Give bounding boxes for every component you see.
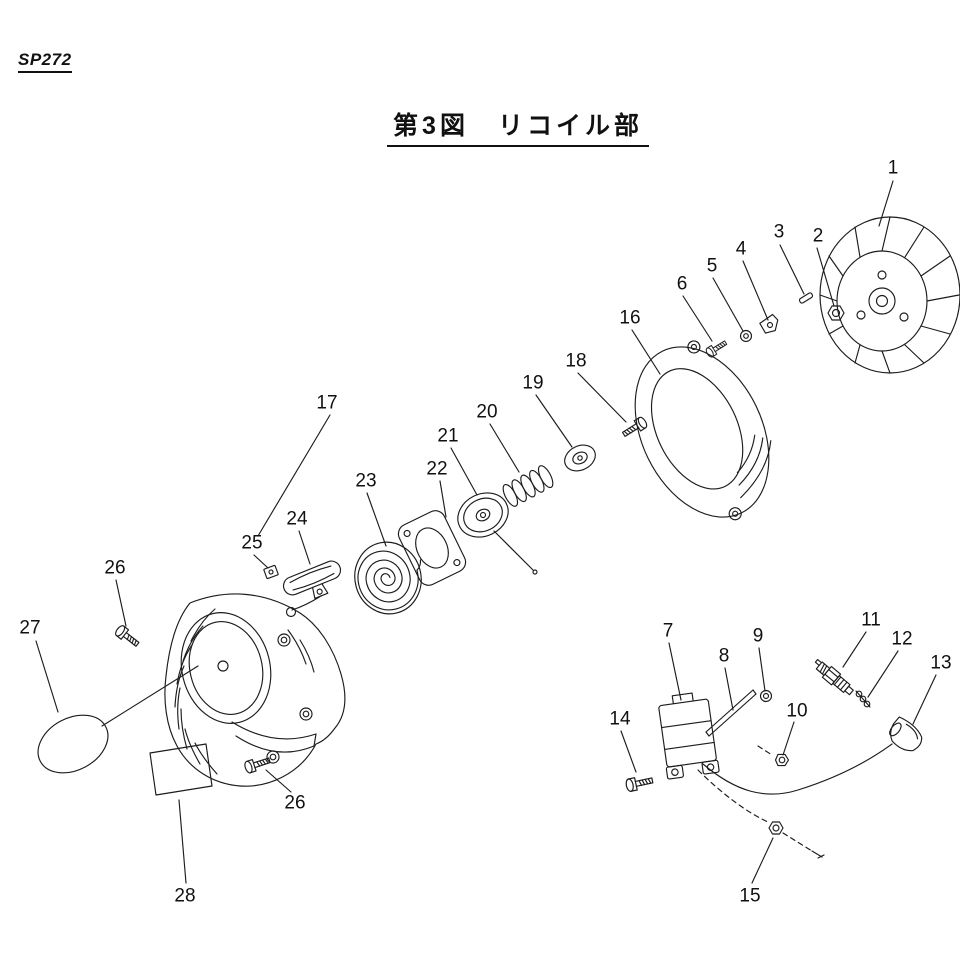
callout-23: 23: [355, 470, 377, 492]
callout-21: 21: [437, 425, 459, 447]
callout-9: 9: [752, 625, 764, 647]
part-pin-3: [798, 292, 814, 304]
callout-5: 5: [706, 255, 718, 277]
handle-rope: [291, 595, 322, 611]
callout-24: 24: [286, 508, 308, 530]
callout-3: 3: [773, 221, 785, 243]
part-flywheel: [819, 216, 960, 374]
part-pawl-4: [759, 313, 779, 334]
doc-code: SP272: [18, 50, 72, 73]
callout-26a: 26: [104, 557, 126, 579]
callout-18: 18: [565, 350, 587, 372]
part-clip-25: [263, 564, 279, 580]
part-washer-5: [739, 329, 753, 343]
callout-13: 13: [930, 652, 952, 674]
callout-27: 27: [19, 617, 41, 639]
callout-28: 28: [174, 885, 196, 907]
callout-7: 7: [662, 620, 674, 642]
figure-title-row: 第3図 リコイル部: [0, 106, 960, 147]
part-screw-26-top: [113, 623, 142, 650]
callout-6: 6: [676, 273, 688, 295]
part-screw-6: [704, 337, 729, 359]
part-case-22: [397, 510, 467, 586]
stop-switch-wire: [697, 745, 813, 852]
callout-8: 8: [718, 645, 730, 667]
part-screw-18: [620, 415, 649, 441]
callout-22: 22: [426, 458, 448, 480]
part-bolt-14: [624, 773, 655, 793]
part-reel-21: [457, 492, 509, 538]
high-tension-cord: [702, 743, 893, 795]
starter-rope: [493, 530, 538, 575]
callout-20: 20: [476, 401, 498, 423]
callout-1: 1: [887, 157, 899, 179]
callout-16: 16: [619, 307, 641, 329]
part-bolt-8: [705, 689, 757, 737]
callout-10: 10: [786, 700, 808, 722]
leader-lines: [35, 180, 937, 884]
callout-17: 17: [316, 392, 338, 414]
part-clamp-15: [768, 821, 784, 835]
part-drum-19: [564, 444, 596, 472]
part-plug-cap: [889, 716, 923, 752]
part-nut-2: [827, 305, 845, 321]
callout-4: 4: [735, 238, 747, 260]
figure-title: 第3図 リコイル部: [387, 106, 649, 147]
callout-14: 14: [609, 708, 631, 730]
part-spiral-spring-23: [354, 541, 422, 615]
part-plate-28: [149, 743, 213, 796]
part-starter-housing: [164, 593, 346, 787]
callout-11: 11: [861, 609, 881, 631]
wire-terminal-end: [811, 850, 825, 859]
callout-19: 19: [522, 372, 544, 394]
part-washer-9: [759, 689, 773, 703]
part-spark-plug: [814, 658, 854, 696]
callout-15: 15: [739, 885, 761, 907]
part-nut-10: [774, 753, 790, 767]
callout-26b: 26: [284, 792, 306, 814]
part-ignition-module: [658, 692, 720, 780]
callout-12: 12: [891, 628, 913, 650]
part-terminal-12: [855, 690, 871, 708]
callout-2: 2: [812, 225, 824, 247]
callout-25: 25: [241, 532, 263, 554]
part-fan-cover: [634, 340, 772, 521]
part-cover-27: [37, 714, 109, 774]
part-spring-20: [502, 465, 554, 507]
